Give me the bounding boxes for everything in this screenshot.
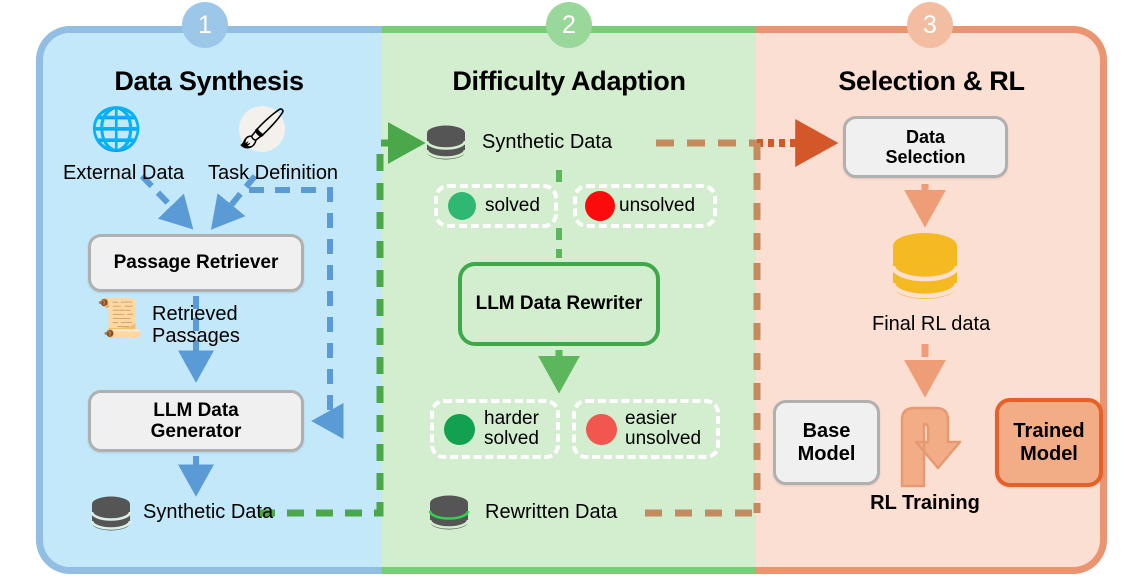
node-llm-data-rewriter[interactable]: LLM Data Rewriter	[458, 262, 660, 346]
fountain-pen-icon: 🖌	[236, 106, 288, 152]
arrow-task-definition-to-generator	[249, 187, 344, 439]
label-retrieved-passages-line1: Retrieved	[152, 303, 238, 325]
pill-status-easier-unsolved: easier unsolved	[572, 399, 720, 459]
database-icon-final-rl-data	[890, 233, 960, 299]
step-badge-1: 1	[182, 2, 228, 48]
label-task-definition: Task Definition	[208, 162, 339, 184]
label-external-data: External Data	[63, 162, 185, 184]
node-data-selection-line2: Selection	[885, 147, 966, 167]
database-icon-rewritten-data	[428, 495, 470, 530]
wikipedia-globe-icon: 🌐	[90, 105, 143, 152]
status-dot-easier-unsolved	[586, 413, 617, 445]
rl-loop-arrow-icon	[900, 406, 962, 488]
status-dot-solved	[448, 192, 476, 220]
step-badge-3: 3	[907, 2, 953, 48]
database-icon-synthetic-data-p2	[425, 125, 467, 160]
status-dot-harder-solved	[444, 413, 475, 445]
node-llm-data-generator-line2: Generator	[150, 421, 242, 442]
label-rewritten-data: Rewritten Data	[485, 501, 618, 523]
node-base-model[interactable]: Base Model	[773, 400, 880, 485]
pill-harder-line1: harder	[484, 408, 539, 430]
documents-icon: 📜	[96, 298, 144, 340]
panel-title-difficulty-adaption: Difficulty Adaption	[452, 66, 686, 96]
label-final-rl-data: Final RL data	[872, 313, 991, 335]
pill-easier-line2: unsolved	[625, 428, 702, 449]
pill-harder-line2: solved	[484, 428, 539, 449]
status-dot-unsolved	[585, 191, 615, 221]
pill-status-easier-unsolved-label: easier unsolved	[625, 409, 701, 449]
node-passage-retriever-label: Passage Retriever	[113, 252, 279, 274]
node-trained-model-line2: Model	[1020, 442, 1078, 465]
label-synthetic-data-panel1: Synthetic Data	[143, 501, 274, 523]
node-base-model-line1: Base	[802, 420, 851, 443]
pill-status-solved-label: solved	[485, 195, 540, 217]
label-synthetic-data-panel2: Synthetic Data	[482, 131, 613, 153]
step-badge-2: 2	[546, 2, 592, 48]
node-llm-data-generator-line1: LLM Data	[153, 399, 239, 421]
arrow-synthetic-data-to-panel2	[258, 122, 426, 517]
database-icon-synthetic-data-p1	[90, 496, 132, 531]
node-llm-data-generator[interactable]: LLM Data Generator	[88, 390, 304, 452]
panel-title-selection-and-rl: Selection & RL	[838, 66, 1025, 96]
label-rl-training: RL Training	[870, 492, 980, 514]
arrow-external-data-to-retriever	[139, 173, 194, 230]
pill-status-harder-solved-label: harder solved	[484, 409, 539, 449]
pill-status-unsolved: unsolved	[573, 184, 717, 228]
node-llm-data-rewriter-label: LLM Data Rewriter	[475, 293, 643, 314]
node-base-model-line2: Model	[797, 442, 856, 465]
node-trained-model-line1: Trained	[1013, 420, 1085, 443]
pill-status-harder-solved: harder solved	[430, 399, 560, 459]
node-trained-model[interactable]: Trained Model	[995, 398, 1103, 487]
label-retrieved-passages: Retrieved Passages	[152, 303, 240, 347]
panel-difficulty-adaption	[382, 26, 756, 574]
node-data-selection[interactable]: Data Selection	[843, 116, 1008, 178]
pill-status-unsolved-label: unsolved	[619, 195, 696, 217]
node-data-selection-line1: Data	[905, 126, 945, 147]
node-passage-retriever[interactable]: Passage Retriever	[88, 234, 304, 292]
label-retrieved-passages-line2: Passages	[152, 325, 240, 347]
pill-easier-line1: easier	[625, 408, 677, 430]
panel-title-data-synthesis: Data Synthesis	[114, 66, 304, 96]
pill-status-solved: solved	[434, 184, 558, 228]
arrow-task-definition-to-retriever	[210, 174, 258, 230]
